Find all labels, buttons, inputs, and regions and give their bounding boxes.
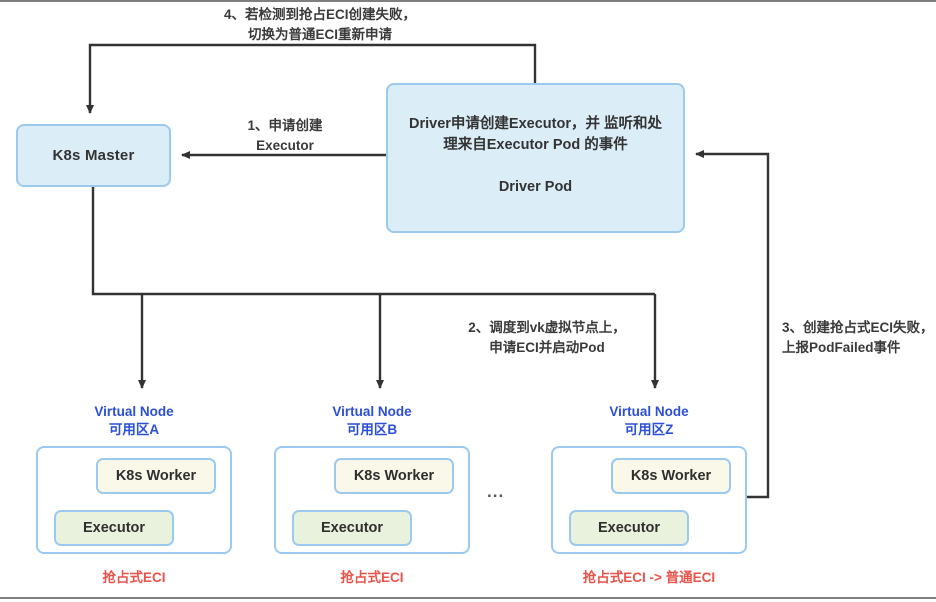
virtual-node-a-executor[interactable]: Executor [54,509,174,546]
driver-pod-name: Driver Pod [498,179,573,196]
edge-label-step2: 2、调度到vk虚拟节点上， 申请ECI并启动Pod [468,320,626,356]
virtual-node-b-executor[interactable]: Executor [292,509,412,546]
virtual-node-z-k8s-worker[interactable]: K8s Worker [611,457,731,494]
virtual-node-group-a: Virtual Node 可用区A K8s Worker Executor 抢占… [36,403,232,586]
virtual-node-b-title: Virtual Node 可用区B [332,404,412,437]
virtual-node-b-k8s-worker[interactable]: K8s Worker [334,457,454,494]
ellipsis-separator: ... [487,482,505,501]
virtual-node-group-z: Virtual Node 可用区Z K8s Worker Executor 抢占… [551,403,747,586]
edge-label-step1: 1、申请创建 Executor [247,118,323,154]
driver-pod-description: Driver申请创建Executor，并 监听和处理来自Executor Pod… [409,116,662,153]
virtual-node-group-b: Virtual Node 可用区B K8s Worker Executor 抢占… [274,403,470,586]
virtual-node-a-k8s-worker[interactable]: K8s Worker [96,457,216,494]
node-k8s-master-label: K8s Master [52,147,135,164]
virtual-node-a-title: Virtual Node 可用区A [94,404,174,437]
virtual-node-a-footer: 抢占式ECI [102,569,166,585]
virtual-node-a-box[interactable]: K8s Worker Executor [36,445,232,554]
virtual-node-z-footer: 抢占式ECI -> 普通ECI [582,569,716,585]
edge-label-step3: 3、创建抢占式ECI失败， 上报PodFailed事件 [782,320,934,356]
node-driver-pod[interactable]: Driver申请创建Executor，并 监听和处理来自Executor Pod… [386,83,685,233]
node-k8s-master[interactable]: K8s Master [16,124,171,187]
virtual-node-b-footer: 抢占式ECI [340,569,404,585]
virtual-node-z-title: Virtual Node 可用区Z [609,404,689,437]
virtual-node-z-executor[interactable]: Executor [569,509,689,546]
virtual-node-z-box[interactable]: K8s Worker Executor [551,445,747,554]
edge-label-step4: 4、若检测到抢占ECI创建失败， 切换为普通ECI重新申请 [223,7,416,43]
virtual-node-b-box[interactable]: K8s Worker Executor [274,445,470,554]
